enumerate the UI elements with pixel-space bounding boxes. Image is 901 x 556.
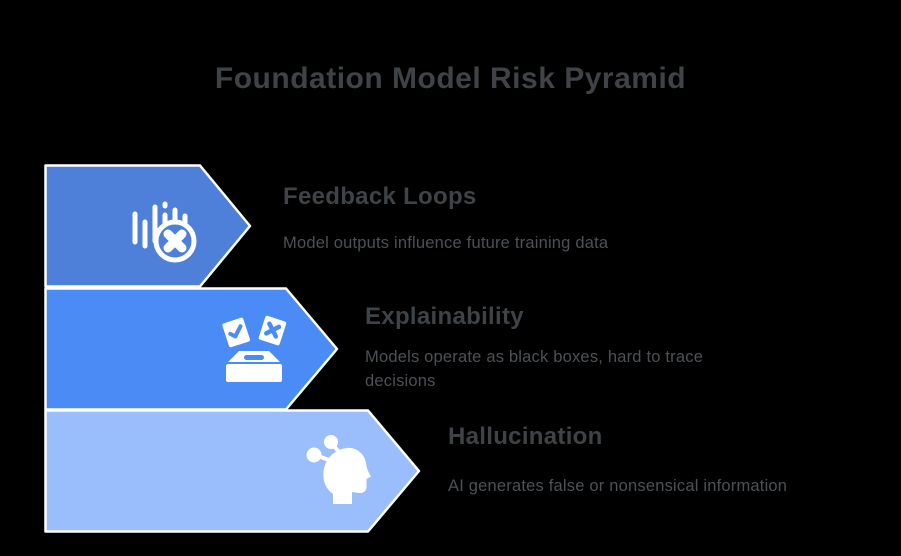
ballot-box-icon: [216, 314, 292, 395]
level1-arrow: [44, 164, 254, 288]
level1-description: Model outputs influence future training …: [283, 234, 609, 253]
level2-arrow: [44, 287, 340, 411]
head-pins-icon: [300, 432, 376, 513]
level3-description: AI generates false or nonsensical inform…: [448, 477, 788, 496]
level2-text: Explainability Models operate as black b…: [365, 303, 765, 394]
level2-arrow-shape: [44, 287, 339, 411]
page-title: Foundation Model Risk Pyramid: [214, 62, 687, 95]
level3-heading: Hallucination: [448, 423, 603, 450]
level1-arrow-shape: [44, 164, 252, 288]
level1-heading: Feedback Loops: [283, 183, 477, 210]
level1-text: Feedback Loops Model outputs influence f…: [283, 183, 753, 256]
level2-description: Models operate as black boxes, hard to t…: [365, 348, 704, 391]
level3-text: Hallucination AI generates false or nons…: [448, 423, 888, 499]
waveform-error-icon: [128, 194, 200, 271]
level2-heading: Explainability: [365, 303, 524, 330]
